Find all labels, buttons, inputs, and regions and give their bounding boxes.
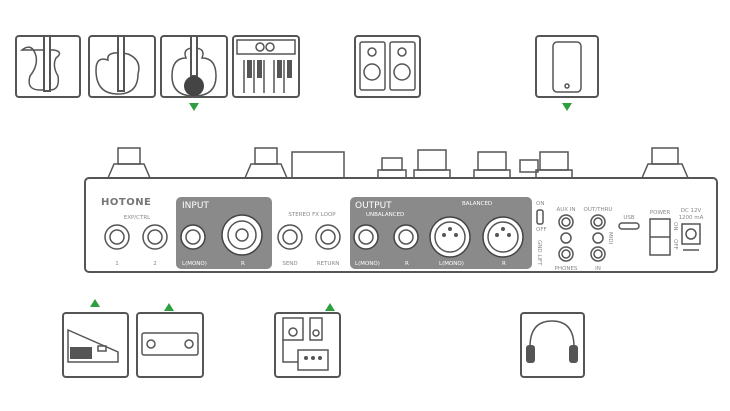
footswitches [107, 147, 689, 179]
input-left-label: L(MONO) [182, 261, 207, 267]
input-jack-left[interactable] [180, 224, 206, 250]
fx-return-jack[interactable] [315, 224, 341, 250]
brand-logo: HOTONE [101, 197, 151, 208]
selected-indicator-triangle [90, 299, 100, 307]
unbalanced-label: UNBALANCED [366, 212, 404, 218]
balanced-label: BALANCED [462, 201, 492, 207]
b-right-label: R [502, 261, 506, 267]
gnd-lift-label: GND LIFT [536, 240, 542, 266]
bass-guitar-icon [88, 35, 156, 98]
fx-send-jack[interactable] [277, 224, 303, 250]
selected-indicator-triangle [325, 303, 335, 311]
output-xlr-right[interactable] [482, 216, 524, 258]
gnd-lift-switch[interactable] [536, 209, 544, 225]
power-off-label: OFF [672, 239, 678, 250]
gnd-off-label: OFF [536, 227, 547, 233]
acoustic-guitar-icon [160, 35, 228, 98]
aux-in-jack[interactable] [558, 214, 574, 230]
ub-left-label: L(MONO) [355, 261, 380, 267]
aux-screw [560, 232, 572, 244]
selected-indicator-triangle [164, 303, 174, 311]
output-title: OUTPUT [355, 201, 392, 211]
input-combo-jack-right[interactable] [221, 214, 263, 256]
phones-label: PHONES [555, 266, 578, 272]
ub-right-label: R [405, 261, 409, 267]
gnd-on-label: ON [536, 201, 544, 207]
headphones-icon [520, 312, 585, 378]
midi-in-jack[interactable] [590, 246, 606, 262]
exp-ctrl-label: EXP/CTRL [124, 215, 151, 221]
exp-ctrl-jack-2[interactable] [142, 224, 168, 250]
fx-loop-label: STEREO FX LOOP [288, 212, 336, 218]
phones-jack[interactable] [558, 246, 574, 262]
dc-power-jack[interactable] [681, 223, 701, 245]
input-right-label: R [241, 261, 245, 267]
output-xlr-left[interactable] [429, 216, 471, 258]
midi-out-label: OUT/THRU [584, 207, 613, 213]
output-unbalanced-right-jack[interactable] [393, 224, 419, 250]
power-label: POWER [650, 210, 671, 216]
electric-guitar-icon [15, 35, 81, 98]
footswitch-icon [136, 312, 204, 378]
power-switch[interactable] [649, 218, 671, 256]
studio-monitors-icon [354, 35, 421, 98]
midi-in-label: IN [595, 266, 601, 272]
dc-current-label: 1200 mA [679, 215, 704, 221]
device-rear-panel: HOTONE EXP/CTRL 1 2 INPUT L(MONO) R STER… [84, 177, 718, 273]
usb-label: USB [623, 215, 635, 221]
selected-indicator-triangle [189, 103, 199, 111]
send-label: SEND [282, 261, 297, 267]
midi-out-jack[interactable] [590, 214, 606, 230]
exp-ctrl-jack-1[interactable] [104, 224, 130, 250]
keyboard-icon [232, 35, 300, 98]
return-label: RETURN [317, 261, 340, 267]
smartphone-icon [535, 35, 599, 98]
midi-screw [592, 232, 604, 244]
output-unbalanced-left-jack[interactable] [353, 224, 379, 250]
jack-1-label: 1 [115, 261, 119, 267]
expression-pedal-icon [62, 312, 129, 378]
b-left-label: L(MONO) [439, 261, 464, 267]
jack-2-label: 2 [153, 261, 157, 267]
input-title: INPUT [182, 201, 209, 211]
fx-pedals-icon [274, 312, 341, 378]
dc-label: DC 12V [681, 208, 702, 214]
power-on-label: ON [672, 222, 678, 230]
selected-indicator-triangle [562, 103, 572, 111]
aux-in-label: AUX IN [556, 207, 575, 213]
midi-label: MIDI [607, 232, 613, 245]
usb-port[interactable] [618, 222, 640, 230]
